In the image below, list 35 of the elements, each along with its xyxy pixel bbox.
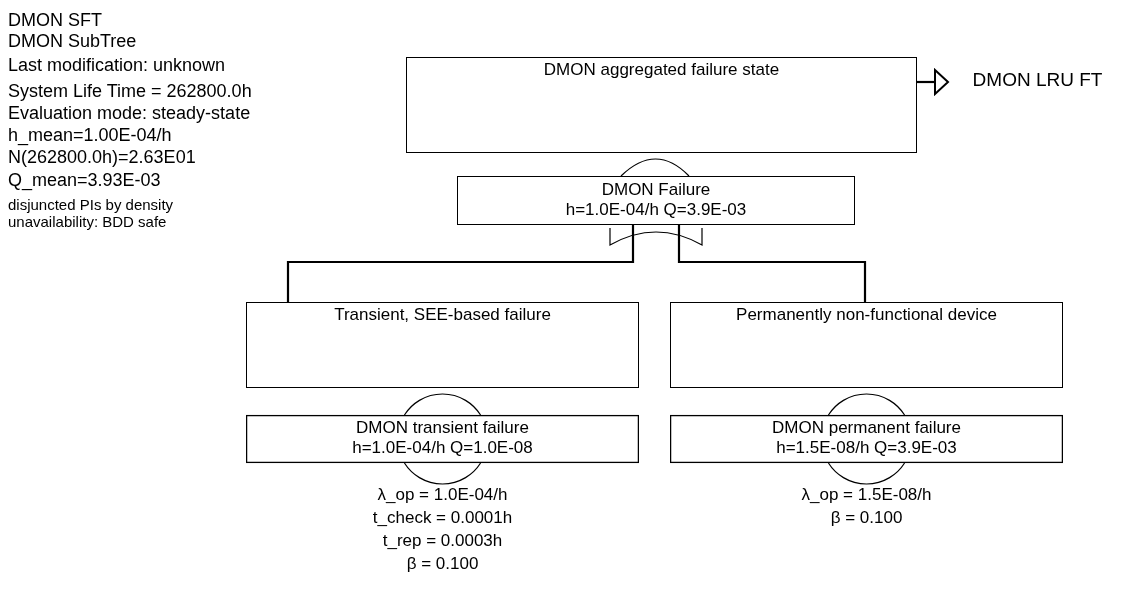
connector-line — [677, 225, 867, 302]
parameter-text: t_rep = 0.0003h — [382, 530, 503, 552]
event-text: DMON transient failure — [355, 418, 530, 438]
info-text: Evaluation mode: steady-state — [8, 103, 251, 124]
event-text: DMON Failure — [600, 180, 712, 200]
info-text: disjuncted PIs by density — [8, 196, 174, 213]
event-box — [406, 57, 917, 153]
info-text: unavailability: BDD safe — [8, 213, 167, 230]
info-text: System Life Time = 262800.0h — [8, 81, 252, 102]
event-text: DMON aggregated failure state — [542, 60, 781, 80]
transfer-label: DMON LRU FT — [950, 70, 1125, 94]
parameter-text: λ_op = 1.5E-08/h — [801, 484, 932, 506]
event-box — [246, 302, 639, 388]
parameter-text: λ_op = 1.0E-04/h — [377, 484, 508, 506]
connector-line — [286, 225, 635, 302]
basic-event-symbol — [246, 393, 639, 485]
info-text: N(262800.0h)=2.63E01 — [8, 147, 196, 168]
parameter-text: t_check = 0.0001h — [372, 507, 513, 529]
event-text: h=1.5E-08/h Q=3.9E-03 — [775, 438, 958, 458]
parameter-text: β = 0.100 — [830, 507, 903, 529]
event-text: DMON permanent failure — [771, 418, 962, 438]
info-text: Last modification: unknown — [8, 55, 226, 76]
info-text: h_mean=1.00E-04/h — [8, 125, 172, 146]
parameter-text: β = 0.100 — [406, 553, 479, 575]
event-text: Permanently non-functional device — [735, 305, 998, 325]
event-text: h=1.0E-04/h Q=1.0E-08 — [351, 438, 534, 458]
basic-event-symbol — [670, 393, 1063, 485]
info-text: DMON SubTree — [8, 31, 137, 52]
info-text: Q_mean=3.93E-03 — [8, 170, 161, 191]
gate-label-box — [457, 176, 855, 225]
event-text: Transient, SEE-based failure — [333, 305, 552, 325]
transfer-arrow — [917, 69, 949, 95]
event-box — [670, 302, 1063, 388]
info-text: DMON SFT — [8, 10, 102, 31]
event-text: h=1.0E-04/h Q=3.9E-03 — [564, 200, 748, 220]
